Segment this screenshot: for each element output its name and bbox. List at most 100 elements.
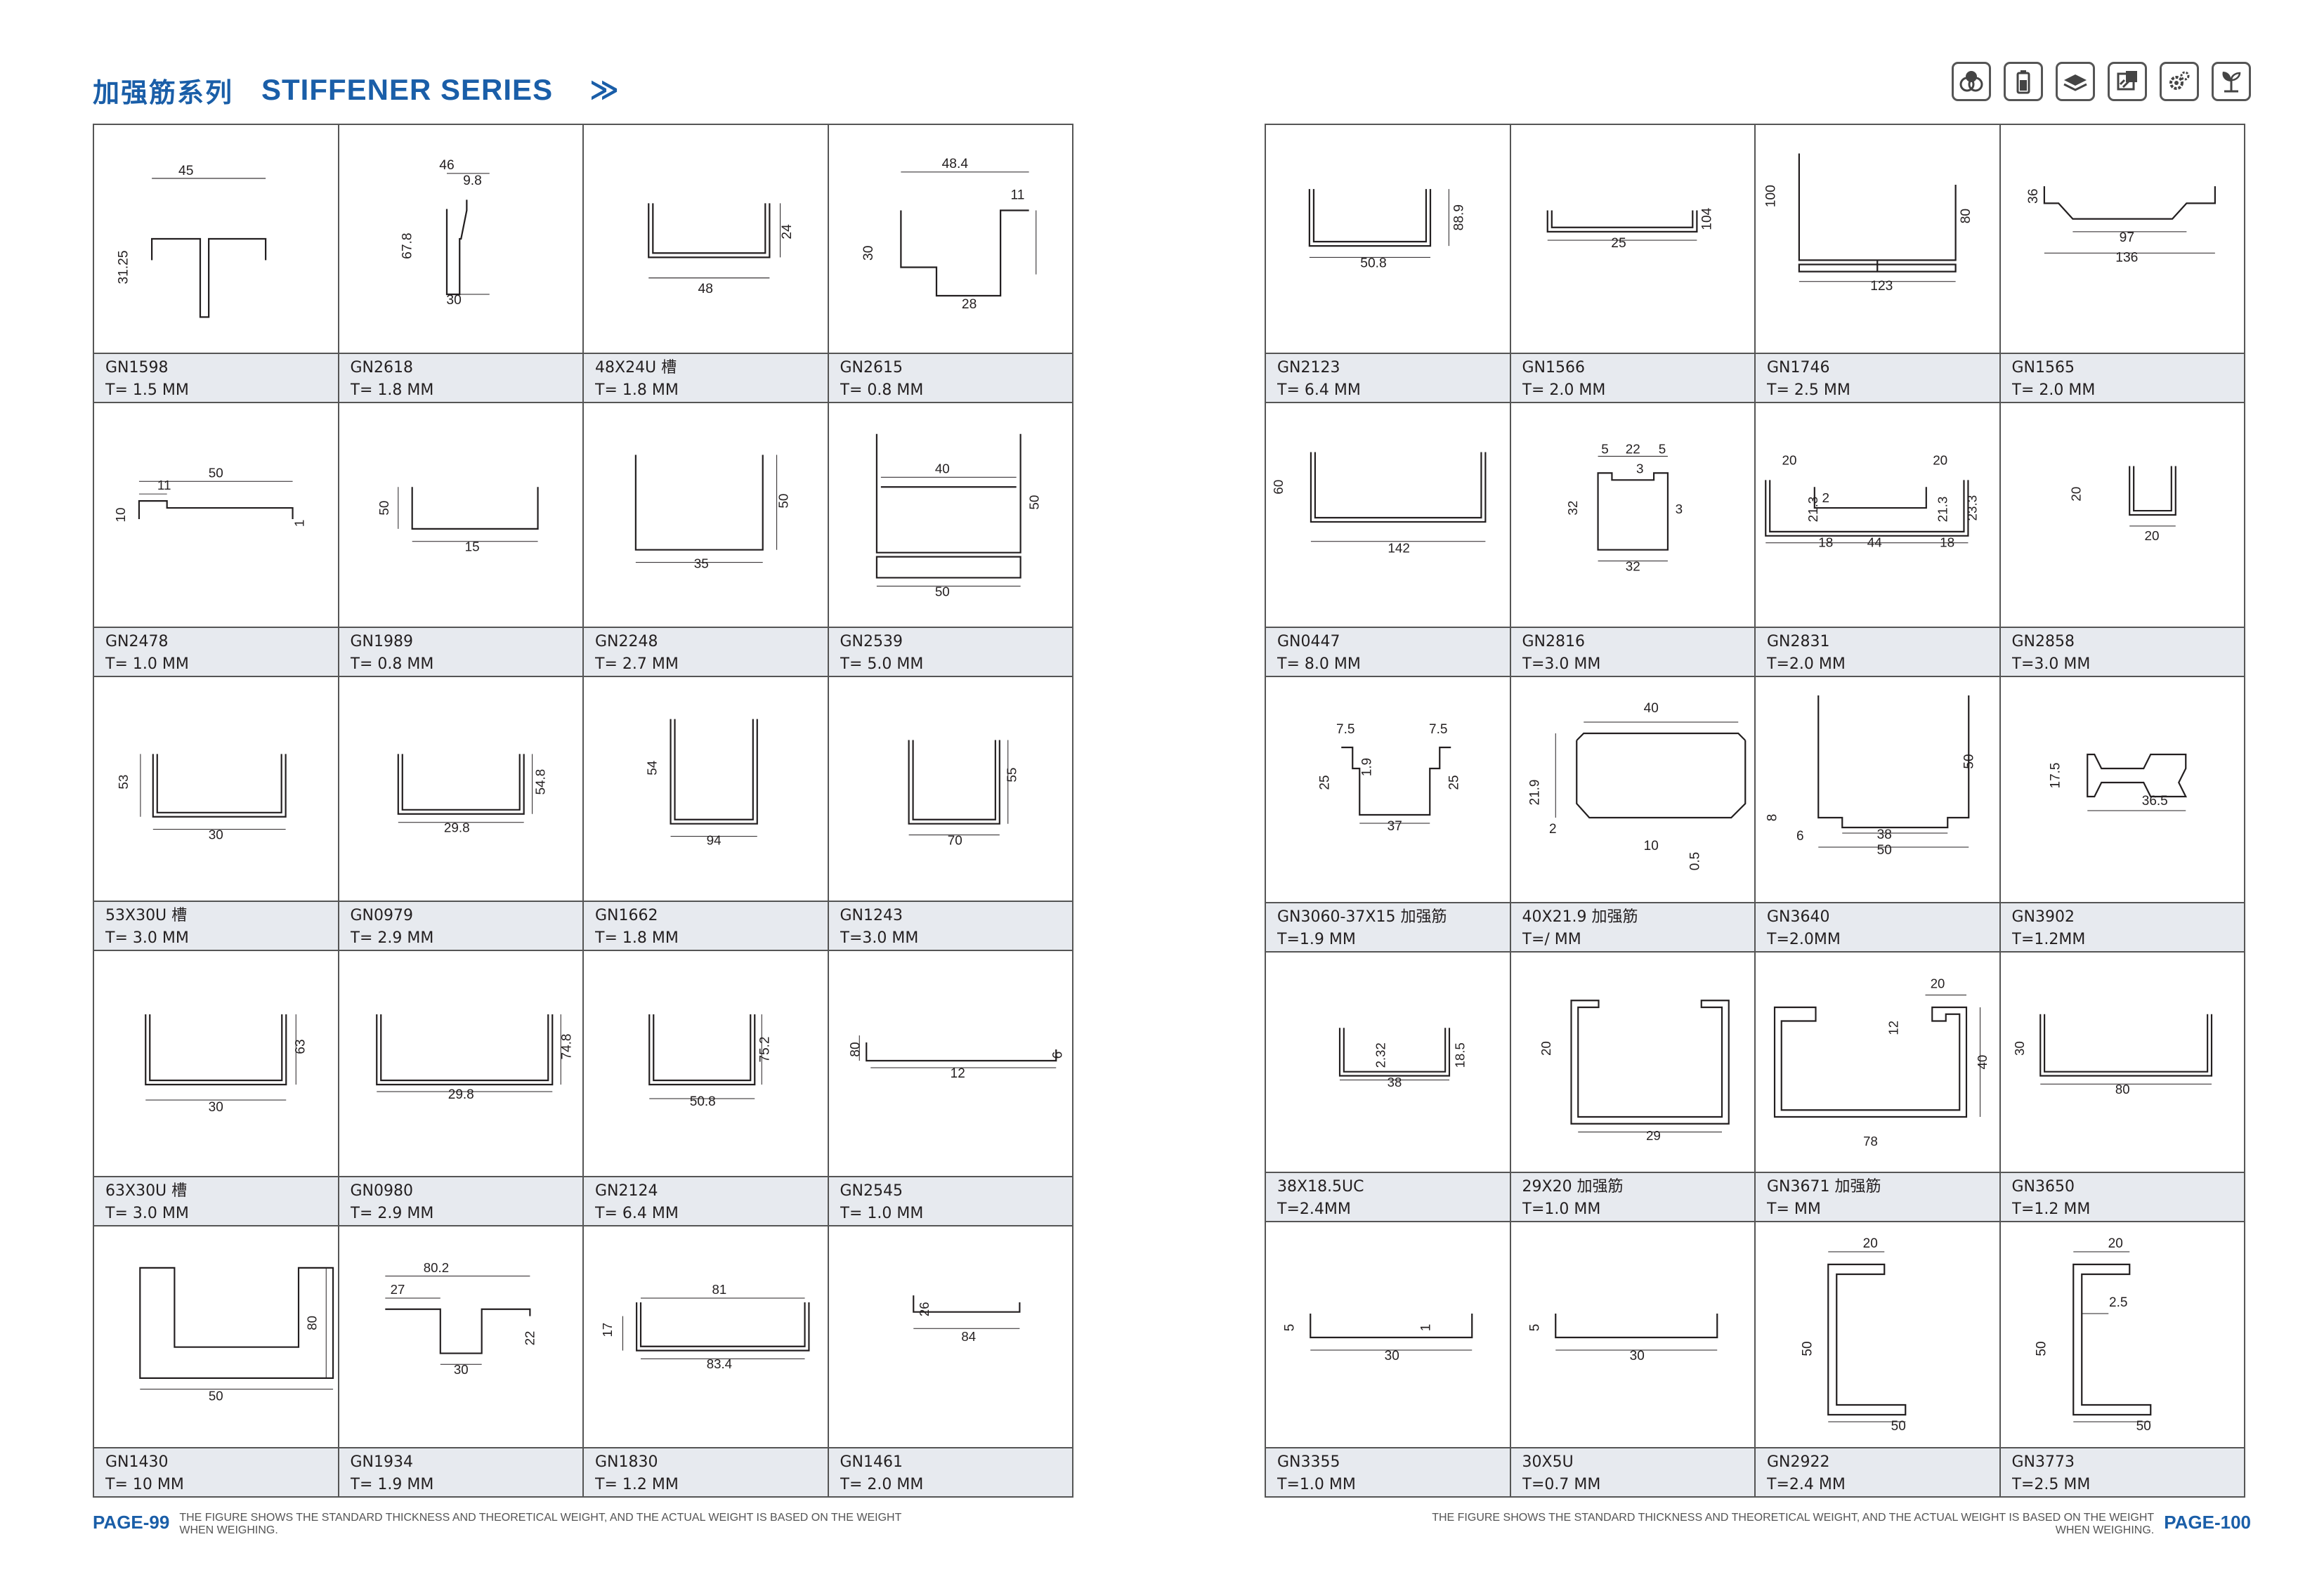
dimension-label: 3 [1636, 462, 1643, 476]
dimension-label: 80 [305, 1316, 320, 1330]
dimension-line [384, 1276, 530, 1365]
dimension-label: 142 [1388, 542, 1410, 556]
profile-outline [1338, 1028, 1451, 1077]
dimension-label: 50.8 [690, 1094, 716, 1109]
dimension-label: 22 [1625, 443, 1640, 457]
profile-cross-section: 29.854.8 [397, 754, 548, 836]
dimension-label: 20 [1933, 453, 1947, 468]
product-thickness: T= 6.4 MM [1277, 381, 1361, 399]
dimension-label: 35 [694, 557, 709, 572]
profile-outline [152, 754, 287, 818]
dimension-label: 80.2 [423, 1260, 448, 1275]
product-code: GN1598 [105, 359, 169, 377]
product-thickness: T=0.7 MM [1522, 1476, 1601, 1493]
dimension-line [908, 740, 1008, 836]
dimension-label: 30 [446, 293, 461, 308]
product-thickness: T=2.4 MM [1767, 1476, 1846, 1493]
product-thickness: T=2.5 MM [2011, 1476, 2091, 1493]
product-thickness: T= 1.8 MM [595, 929, 679, 947]
dimension-label: 3 [1675, 502, 1683, 517]
dimension-label: 12 [950, 1066, 965, 1081]
profile-cross-section: 469.867.830 [400, 158, 490, 308]
footer-left: PAGE-99 THE FIGURE SHOWS THE STANDARD TH… [93, 1512, 910, 1537]
dimension-label: 50 [777, 494, 792, 509]
profile-outline [899, 209, 1029, 297]
product-code: GN1934 [350, 1453, 414, 1471]
product-code: GN3902 [2011, 908, 2075, 926]
profile-cross-section: 29.874.8 [375, 1014, 574, 1102]
puzzle-icon [2108, 62, 2147, 101]
dimension-label: 10 [1643, 839, 1658, 853]
product-thickness: T= 3.0 MM [105, 1205, 189, 1222]
dimension-label: 20 [1782, 453, 1797, 468]
dimension-line [397, 487, 538, 542]
dimension-label: 32 [1565, 501, 1580, 516]
dimension-label: 50 [209, 466, 223, 480]
dimension-label: 30 [861, 246, 875, 261]
dimension-label: 10 [114, 508, 129, 523]
dimension-label: 48.4 [941, 157, 968, 171]
dimension-label: 30 [1629, 1349, 1644, 1363]
dimension-label: 81 [712, 1282, 727, 1297]
dimension-label: 9.8 [463, 174, 482, 188]
dimension-label: 7.5 [1336, 722, 1354, 737]
eco-icon [2212, 62, 2251, 101]
layers-icon [2056, 62, 2095, 101]
profile-outline [1554, 1314, 1718, 1339]
profile-outline [648, 1014, 756, 1086]
dimension-label: 30 [1385, 1349, 1399, 1363]
dimension-label: 60 [1272, 480, 1286, 495]
page-number-left: PAGE-99 [93, 1512, 170, 1533]
profile-outline [1308, 189, 1432, 247]
dimension-label: 5 [1601, 443, 1609, 457]
dimension-label: 29 [1646, 1128, 1661, 1143]
dimension-line [876, 476, 1021, 587]
dimension-label: 21.3 [1936, 497, 1951, 523]
dimension-label: 5 [1282, 1324, 1297, 1332]
profile-cross-section: 60 142 [1272, 452, 1487, 556]
dimension-label: 37 [1388, 819, 1402, 834]
product-thickness: T= 2.7 MM [595, 655, 679, 673]
dimension-label: 8 [1765, 814, 1780, 822]
profile-outline [1310, 1314, 1473, 1339]
